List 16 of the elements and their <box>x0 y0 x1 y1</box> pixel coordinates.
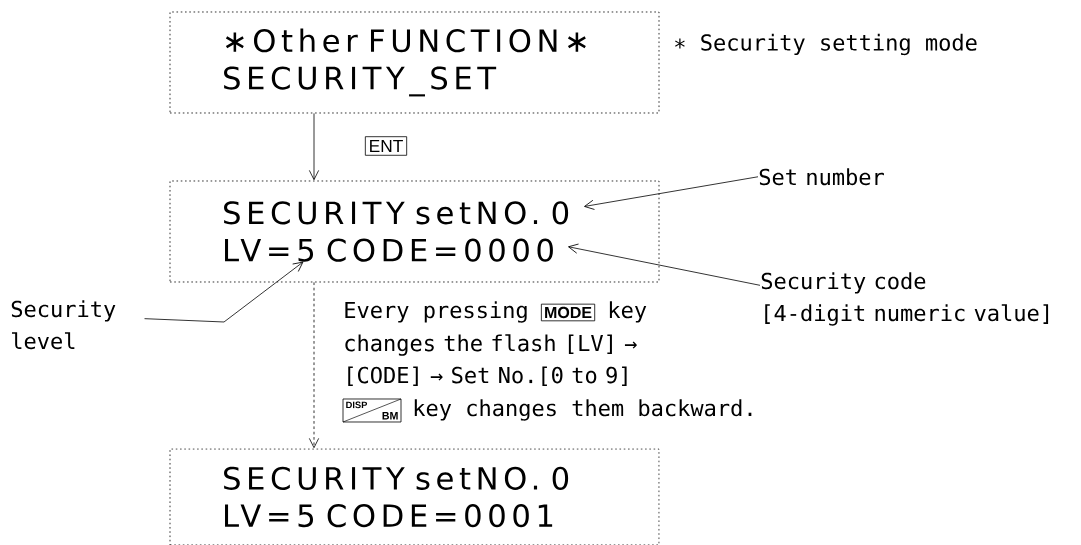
arrow <box>308 282 320 449</box>
callout-text: Set number <box>759 168 884 186</box>
annotation: ∗ Security setting mode <box>675 33 977 56</box>
key-label: DISP BM <box>342 398 402 423</box>
leader-line <box>144 261 304 323</box>
leader-line <box>568 243 761 286</box>
leader-line <box>584 176 759 210</box>
arrow <box>308 113 320 181</box>
display-box: SECURITY setNO. 0 LV=5 CODE=0001 <box>169 448 660 545</box>
key-label: MODE <box>540 303 596 322</box>
note-text: key changes them backward. <box>414 399 752 421</box>
callout-text: Security level <box>11 300 116 350</box>
callout-text: Security code [4-digit numeric value] <box>761 272 1049 326</box>
display-box: SECURITY setNO. 0 LV=5 CODE=0000 <box>169 180 660 283</box>
display-box: ∗Other FUNCTION∗ SECURITY_SET <box>169 11 660 114</box>
key-label: ENT <box>364 136 408 156</box>
